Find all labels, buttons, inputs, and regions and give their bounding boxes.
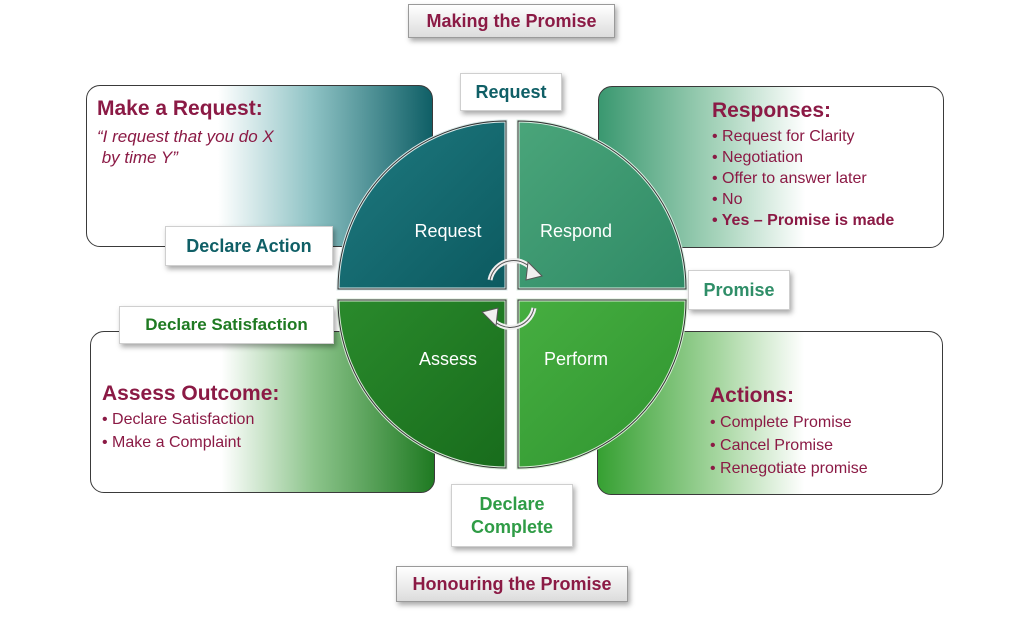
responses-title: Responses: — [712, 99, 832, 122]
declare-complete-tag: Declare Complete — [451, 484, 573, 547]
quadrant-request — [336, 119, 508, 291]
assess-outcome-item: Declare Satisfaction — [102, 409, 254, 430]
request-tag: Request — [460, 73, 562, 111]
responses-item: Request for Clarity — [712, 126, 894, 147]
promise-tag: Promise — [688, 270, 790, 310]
responses-item: No — [712, 189, 894, 210]
actions-item: Cancel Promise — [710, 434, 868, 457]
quadrant-perform — [516, 298, 688, 470]
declare-action-tag: Declare Action — [165, 226, 333, 266]
quadrant-respond-label: Respond — [540, 221, 612, 241]
responses-item: Negotiation — [712, 147, 894, 168]
making-promise-label: Making the Promise — [408, 4, 615, 38]
actions-item: Renegotiate promise — [710, 457, 868, 480]
quadrant-respond — [516, 119, 688, 291]
quadrant-request-label: Request — [414, 221, 481, 241]
quadrant-perform-label: Perform — [544, 349, 608, 369]
declare-complete-line1: Declare — [479, 493, 545, 514]
declare-satisfaction-tag: Declare Satisfaction — [119, 306, 334, 344]
responses-item: Yes – Promise is made — [712, 210, 895, 231]
cycle-arrow-icon — [481, 258, 543, 330]
quadrant-assess-label: Assess — [419, 349, 477, 369]
make-request-quote-line1: “I request that you do X — [97, 127, 274, 146]
responses-item: Offer to answer later — [712, 168, 894, 189]
make-request-quote-line2: by time Y” — [97, 148, 178, 167]
quadrant-assess — [336, 298, 508, 470]
actions-title: Actions: — [710, 384, 794, 407]
assess-outcome-item: Make a Complaint — [102, 432, 254, 453]
actions-item: Complete Promise — [710, 411, 868, 434]
assess-outcome-list: Declare Satisfaction Make a Complaint — [102, 409, 254, 453]
honouring-promise-label: Honouring the Promise — [396, 566, 628, 602]
declare-complete-line2: Complete — [470, 516, 553, 537]
responses-list: Request for Clarity Negotiation Offer to… — [712, 126, 895, 231]
actions-list: Complete Promise Cancel Promise Renegoti… — [710, 411, 868, 480]
assess-outcome-title: Assess Outcome: — [102, 382, 280, 405]
make-request-title: Make a Request: — [97, 97, 263, 120]
